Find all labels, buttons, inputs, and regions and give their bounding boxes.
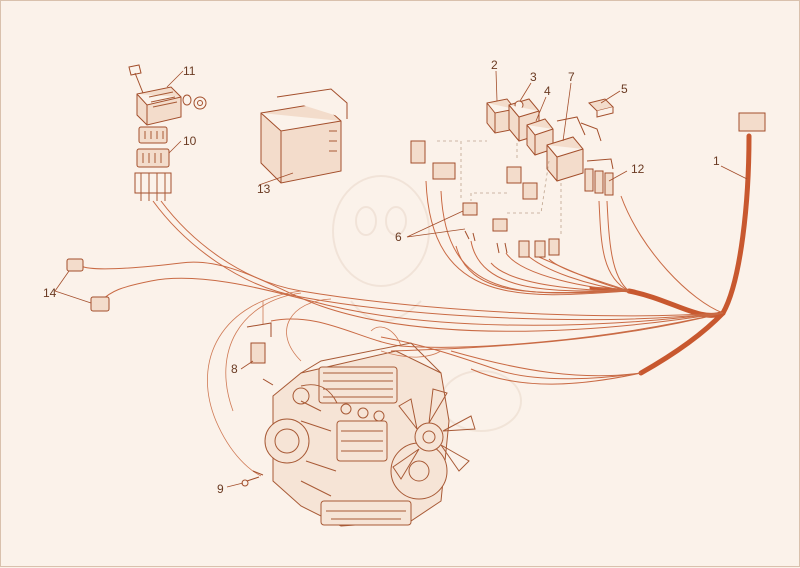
callout-labels: 1 2 3 4 5 6 7 8 9 10 11 12 13 14 (43, 58, 720, 496)
part-2-relay (486, 98, 516, 134)
cooling-fan (392, 388, 476, 480)
callout-1: 1 (713, 154, 720, 168)
callout-14: 14 (43, 286, 57, 300)
part-13-control-module (260, 88, 348, 184)
plug-connectors-cluster (410, 112, 766, 258)
part-9-ground-terminal (241, 470, 264, 487)
leader-lines (54, 70, 748, 488)
callout-8: 8 (231, 362, 238, 376)
part-6-connectors (462, 202, 508, 254)
callout-6: 6 (395, 230, 402, 244)
callout-5: 5 (621, 82, 628, 96)
callout-4: 4 (544, 84, 551, 98)
part-5-fuse (588, 98, 614, 118)
callout-7: 7 (568, 70, 575, 84)
part-12-fuse-holders (584, 158, 614, 196)
part-11-voltage-regulator (128, 64, 207, 126)
engine-assembly (264, 342, 476, 527)
part-8-connector (246, 322, 274, 386)
dashed-guides (437, 140, 562, 237)
callout-9: 9 (217, 482, 224, 496)
part-7-relay (546, 116, 602, 182)
part-10-connectors (134, 126, 172, 201)
main-wiring-harness (80, 133, 752, 385)
callout-12: 12 (631, 162, 645, 176)
callout-10: 10 (183, 134, 197, 148)
callout-3: 3 (530, 70, 537, 84)
callout-2: 2 (491, 58, 498, 72)
callout-13: 13 (257, 182, 271, 196)
callout-11: 11 (183, 64, 196, 78)
part-14-connectors (66, 258, 110, 312)
